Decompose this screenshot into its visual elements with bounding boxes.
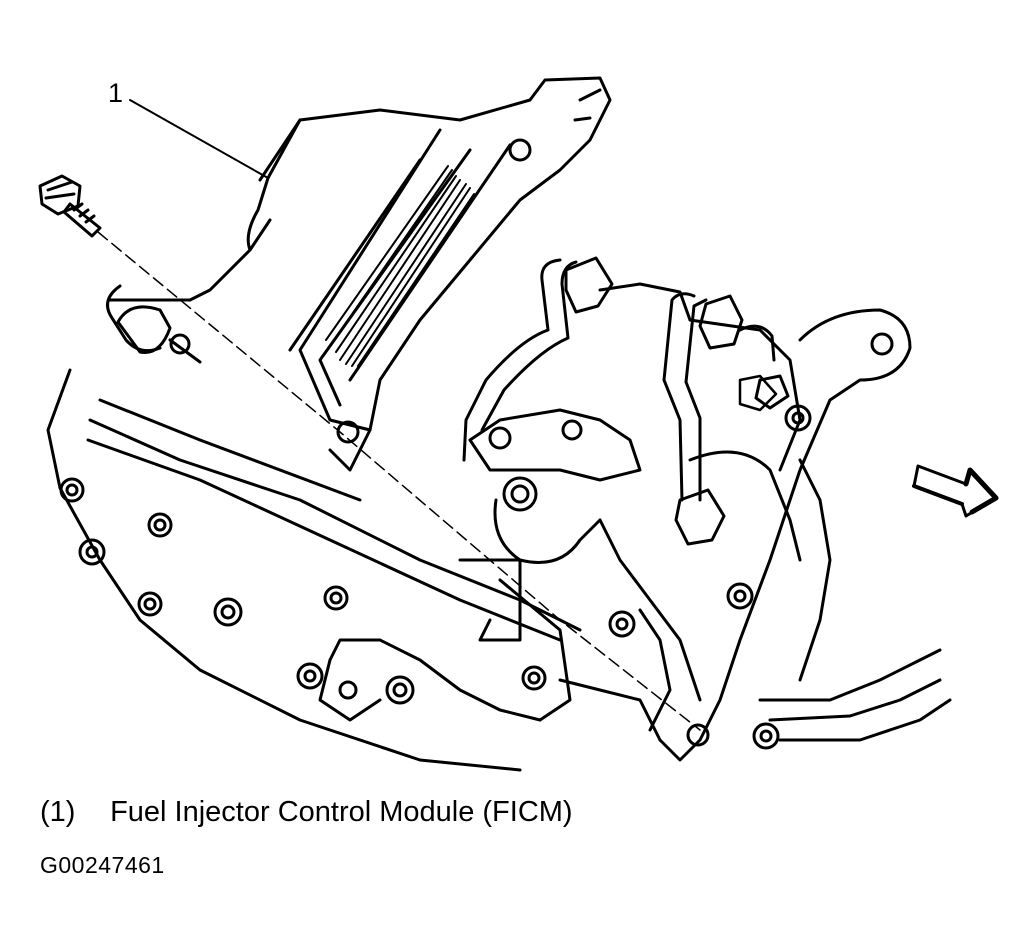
callout-number-1: 1 [108,78,124,108]
hook-bracket [106,284,202,364]
fuel-lines [462,258,708,502]
lower-bracket [318,638,542,722]
valve-cover [46,298,582,772]
bolt-guide-line [97,231,701,731]
engine-illustration [38,76,999,772]
callout-leader-line [129,99,269,179]
mounting-bolt [38,174,102,238]
right-bracket [468,308,912,762]
figure-id: G00247461 [40,852,165,878]
legend-text: Fuel Injector Control Module (FICM) [110,796,573,828]
ficm-module [188,76,612,472]
head-bolts [59,404,812,750]
injector-fittings [564,256,790,546]
legend-entry: (1) Fuel Injector Control Module (FICM) [40,796,573,829]
legend-number: (1) [40,796,76,828]
cooling-fins [325,165,475,367]
direction-arrow-icon [912,464,999,518]
engine-housing [493,282,952,742]
